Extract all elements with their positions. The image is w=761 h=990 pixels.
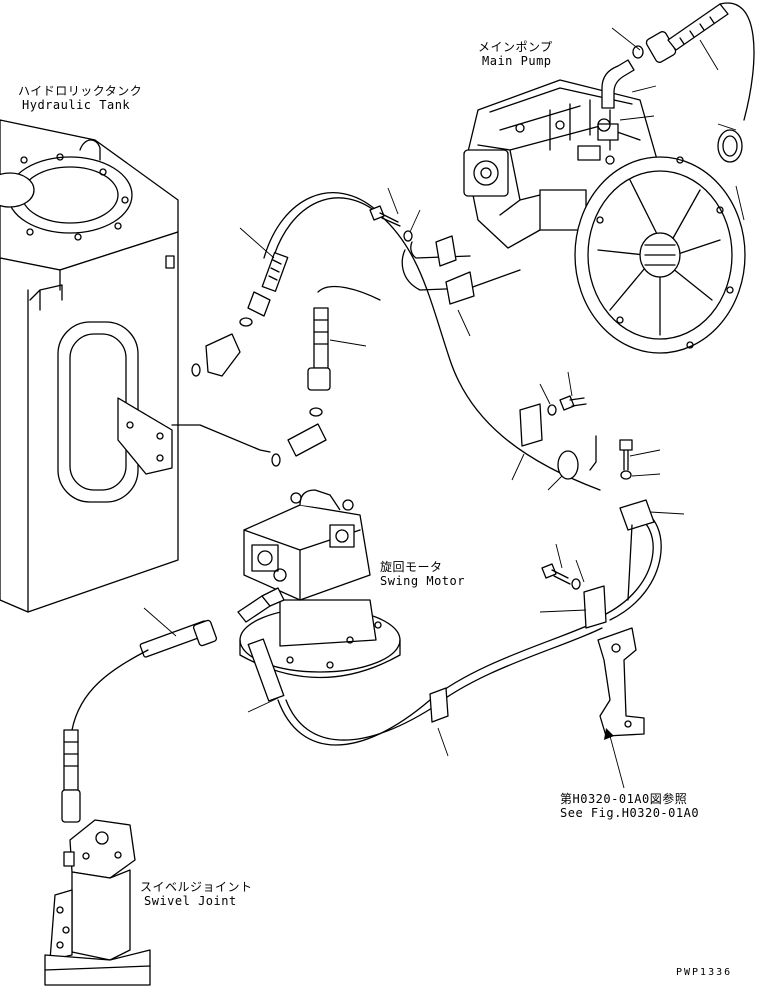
drawing-code-text: PWP1336 bbox=[676, 967, 733, 978]
swivel-joint-label-en: Swivel Joint bbox=[144, 894, 237, 908]
main-pump-label-jp: メインポンプ bbox=[478, 40, 553, 54]
swing-motor-label-jp: 旋回モータ bbox=[380, 560, 443, 574]
hydraulic-tank-label-jp: ハイドロリックタンク bbox=[18, 84, 143, 98]
swing-motor-label: 旋回モータ Swing Motor bbox=[380, 560, 465, 588]
hoses bbox=[61, 192, 662, 823]
hydraulic-tank bbox=[0, 119, 179, 613]
swivel-joint-label: スイベルジョイント Swivel Joint bbox=[140, 880, 253, 908]
main-pump bbox=[463, 79, 746, 354]
see-figure-reference: 第H0320-01A0図参照 See Fig.H0320-01A0 bbox=[560, 792, 699, 820]
see-figure-reference-en: See Fig.H0320-01A0 bbox=[560, 806, 700, 820]
leader-lines bbox=[143, 27, 745, 789]
drawing-code: PWP1336 bbox=[676, 966, 732, 980]
swivel-joint bbox=[44, 819, 151, 986]
swing-motor bbox=[237, 489, 401, 679]
swing-motor-label-en: Swing Motor bbox=[380, 574, 465, 588]
hydraulic-tank-label: ハイドロリックタンク Hydraulic Tank bbox=[18, 84, 142, 112]
clamps-and-bolts bbox=[192, 205, 655, 737]
main-pump-label: メインポンプ Main Pump bbox=[478, 40, 553, 68]
hydraulic-tank-label-en: Hydraulic Tank bbox=[22, 98, 131, 112]
main-pump-label-en: Main Pump bbox=[482, 54, 552, 68]
swivel-joint-label-jp: スイベルジョイント bbox=[140, 880, 253, 894]
see-figure-reference-jp: 第H0320-01A0図参照 bbox=[560, 792, 688, 806]
pump-fittings bbox=[601, 2, 755, 163]
